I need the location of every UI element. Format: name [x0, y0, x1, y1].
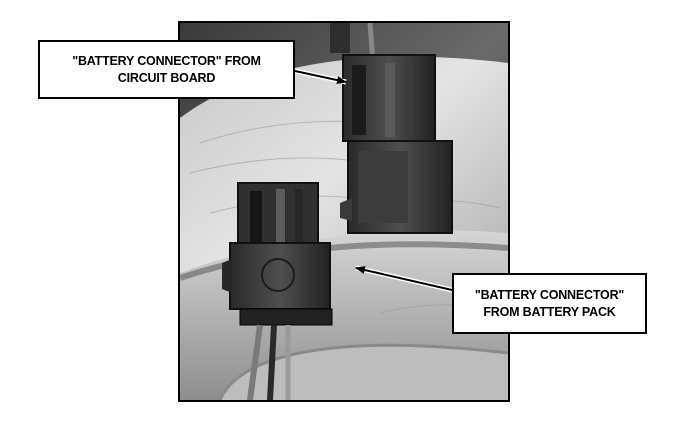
battery-pack-connector-callout: "BATTERY CONNECTOR" FROM BATTERY PACK: [452, 273, 647, 334]
callout-line-2: CIRCUIT BOARD: [117, 70, 216, 85]
callout-line-1: "BATTERY CONNECTOR": [474, 287, 625, 302]
callout-line-1: "BATTERY CONNECTOR" FROM: [72, 53, 261, 68]
callout-line-2: FROM BATTERY PACK: [483, 304, 616, 319]
circuit-board-connector: [340, 54, 453, 234]
circuit-board-connector-callout: "BATTERY CONNECTOR" FROM CIRCUIT BOARD: [38, 40, 295, 99]
battery-pack-connector: [222, 182, 333, 326]
